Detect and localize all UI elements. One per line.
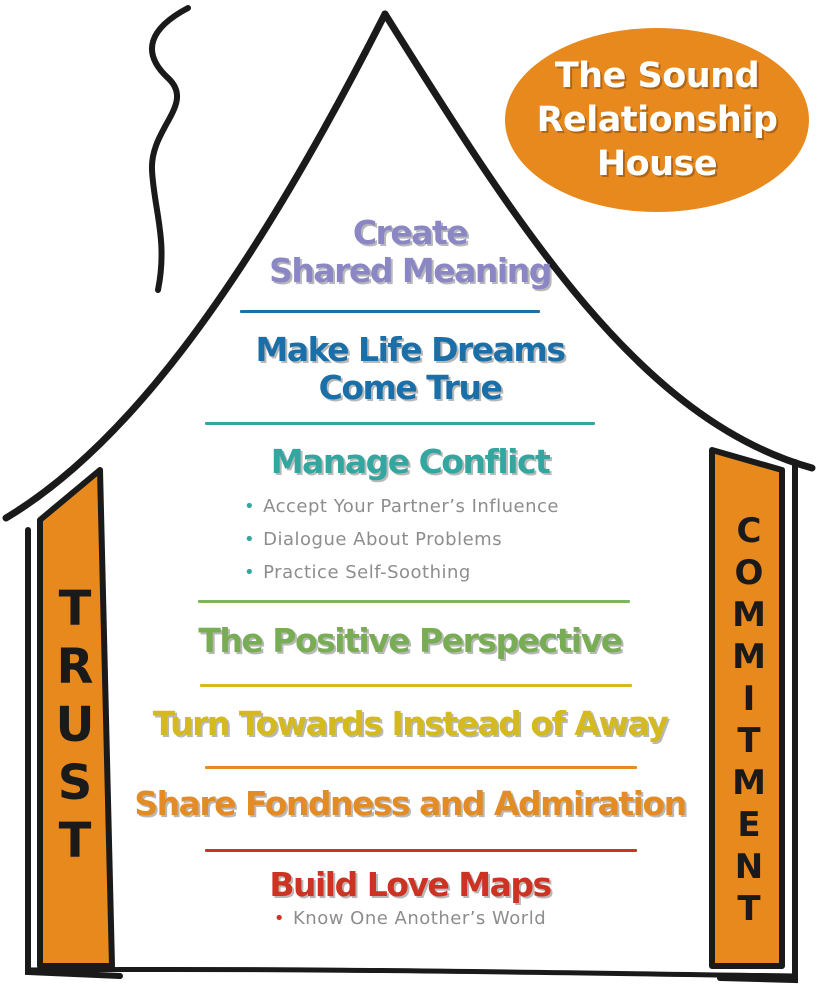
- right-wall: [717, 459, 798, 984]
- pillar-letter: T: [737, 889, 761, 929]
- level-share-fondness: Share Fondness and Admiration: [0, 781, 820, 827]
- house-body: [6, 14, 815, 978]
- bullet-dot: •: [273, 908, 285, 929]
- left-pillar: [37, 467, 115, 969]
- right-pillar: [709, 447, 785, 969]
- level-build-love-maps: Build Love Maps: [0, 862, 820, 908]
- manage-conflict-bullets: • Accept Your Partner’s Influence • Dialog…: [244, 490, 624, 589]
- level-title-line: Create: [352, 213, 469, 252]
- pillar-letter: O: [734, 553, 764, 593]
- divider: [198, 600, 630, 603]
- bullet-dot: •: [244, 496, 256, 517]
- bullet-dot: •: [244, 562, 256, 583]
- level-title-line: Share Fondness and Admiration: [134, 784, 687, 823]
- level-create-shared-meaning: Create Shared Meaning: [0, 214, 820, 290]
- pillar-letter: I: [742, 679, 756, 719]
- roof-right: [381, 10, 816, 472]
- level-title-line: Come True: [318, 368, 503, 407]
- pillar-letter: S: [57, 755, 93, 811]
- pillar-letter: U: [55, 697, 95, 753]
- bullet-item: • Dialogue About Problems: [244, 523, 624, 556]
- level-title-line: Make Life Dreams: [255, 330, 566, 369]
- pillar-letter: M: [732, 763, 766, 803]
- level-title-line: Shared Meaning: [269, 251, 552, 290]
- level-title-line: Turn Towards Instead of Away: [152, 704, 669, 743]
- level-title-line: The Positive Perspective: [198, 621, 623, 660]
- house-floor: [25, 966, 798, 979]
- level-manage-conflict: Manage Conflict: [0, 441, 820, 483]
- title-badge: The Sound Relationship House: [505, 28, 809, 212]
- title-line-3: House: [596, 144, 718, 184]
- pillar-letter: M: [732, 595, 766, 635]
- bullet-text: Dialogue About Problems: [263, 529, 503, 550]
- chimney-smoke: [148, 5, 191, 293]
- level-turn-towards: Turn Towards Instead of Away: [0, 701, 820, 747]
- roof-left: [2, 10, 389, 522]
- level-make-life-dreams-come-true: Make Life Dreams Come True: [0, 331, 820, 407]
- level-positive-perspective: The Positive Perspective: [0, 618, 820, 664]
- pillar-letter: T: [737, 721, 761, 761]
- bullet-item: • Practice Self-Soothing: [244, 556, 624, 589]
- divider: [205, 849, 637, 852]
- title-line-2: Relationship: [536, 100, 778, 140]
- bullet-item: • Know One Another’s World: [0, 908, 820, 929]
- pillar-letter: T: [58, 813, 92, 869]
- bullet-text: Accept Your Partner’s Influence: [263, 496, 559, 517]
- divider: [240, 310, 540, 313]
- pillar-letter: N: [734, 847, 764, 887]
- pillar-letter: C: [736, 511, 762, 551]
- level-title-line: Build Love Maps: [269, 865, 552, 904]
- pillar-letter: R: [56, 639, 94, 695]
- bullet-text: Practice Self-Soothing: [263, 562, 471, 583]
- pillar-letter: T: [58, 581, 92, 637]
- divider: [205, 422, 595, 425]
- divider: [205, 766, 637, 769]
- bullet-dot: •: [244, 529, 256, 550]
- divider: [200, 684, 632, 687]
- title-line-1: The Sound: [554, 56, 760, 96]
- bullet-text: Know One Another’s World: [293, 908, 547, 929]
- bullet-item: • Accept Your Partner’s Influence: [244, 490, 624, 523]
- level-title-line: Manage Conflict: [270, 442, 551, 481]
- pillar-letter: E: [737, 805, 761, 845]
- pillar-letter: M: [732, 637, 766, 677]
